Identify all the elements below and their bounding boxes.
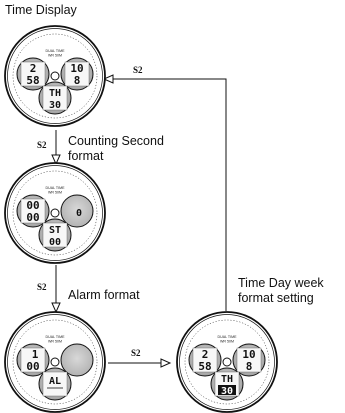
left-top-digits: 00 bbox=[26, 199, 39, 212]
left-subdial: 2 58 bbox=[188, 343, 222, 377]
label-week-setting-1: Time Day week bbox=[238, 276, 324, 290]
center-pin bbox=[222, 357, 232, 367]
watch-week-setting: DUAL TIME WR 50M 2 58 10 8 TH 30 bbox=[176, 311, 278, 413]
bottom-bottom-digits: 30 bbox=[221, 386, 233, 397]
right-top-digits: 0 bbox=[76, 208, 82, 219]
brand-line-1: DUAL TIME bbox=[46, 186, 66, 190]
bottom-subdial: AL bbox=[38, 367, 72, 401]
s2-label-2: S2 bbox=[37, 282, 47, 292]
bottom-subdial: ST 00 bbox=[38, 218, 72, 252]
label-time-display: Time Display bbox=[5, 3, 78, 17]
brand-line-2: WR 50M bbox=[48, 191, 62, 195]
highlight-box bbox=[218, 385, 236, 395]
left-top-digits: 1 bbox=[32, 348, 39, 361]
center-pin bbox=[50, 208, 60, 218]
label-counting-format: format bbox=[68, 149, 104, 163]
brand-line-2: WR 50M bbox=[48, 340, 62, 344]
left-subdial: 1 00 bbox=[16, 343, 50, 377]
brand-line-2: WR 50M bbox=[48, 54, 62, 58]
left-top-digits: 2 bbox=[30, 62, 37, 75]
label-week-setting-2: format setting bbox=[238, 291, 314, 305]
arrow-week-to-time bbox=[102, 74, 227, 311]
watch-alarm-format: DUAL TIME WR 50M 1 00 AL bbox=[4, 311, 106, 413]
s2-label-3: S2 bbox=[131, 348, 141, 358]
bottom-subdial: TH 30 bbox=[38, 81, 72, 115]
right-bottom-digits: 8 bbox=[74, 74, 81, 87]
left-subdial: 00 00 bbox=[16, 194, 50, 228]
label-alarm-format: Alarm format bbox=[68, 288, 140, 302]
bottom-bottom-digits: 30 bbox=[49, 100, 61, 111]
right-subdial bbox=[60, 343, 94, 377]
right-top-digits: 10 bbox=[242, 348, 255, 361]
right-subdial: 10 8 bbox=[60, 57, 94, 91]
bottom-top-digits: TH bbox=[221, 374, 233, 385]
arrow-time-to-counting bbox=[51, 130, 61, 166]
label-counting-second: Counting Second bbox=[68, 134, 164, 148]
brand-line-2: WR 50M bbox=[220, 340, 234, 344]
right-top-digits: 10 bbox=[70, 62, 83, 75]
left-bottom-digits: 00 bbox=[26, 211, 39, 224]
watch-time-display: DUAL TIME WR 50M 2 58 10 8 TH 30 bbox=[4, 25, 106, 127]
bottom-top-digits: ST bbox=[49, 225, 61, 236]
arrow-counting-to-alarm bbox=[51, 265, 61, 314]
brand-line-1: DUAL TIME bbox=[218, 335, 238, 339]
right-subdial: 10 8 bbox=[232, 343, 266, 377]
watch-counting-second: DUAL TIME WR 50M 00 00 0 ST 00 bbox=[4, 162, 106, 264]
left-top-digits: 2 bbox=[202, 348, 209, 361]
left-subdial: 2 58 bbox=[16, 57, 50, 91]
center-pin bbox=[50, 71, 60, 81]
left-bottom-digits: 00 bbox=[26, 360, 39, 373]
brand-line-1: DUAL TIME bbox=[46, 49, 66, 53]
bottom-top-digits: TH bbox=[49, 88, 61, 99]
s2-label-1: S2 bbox=[37, 140, 47, 150]
bottom-bottom-digits: 00 bbox=[49, 237, 61, 248]
s2-label-4: S2 bbox=[133, 65, 143, 75]
arrow-alarm-to-week bbox=[108, 358, 172, 368]
right-subdial: 0 bbox=[60, 194, 94, 228]
brand-line-1: DUAL TIME bbox=[46, 335, 66, 339]
right-bottom-digits: 8 bbox=[246, 360, 253, 373]
left-bottom-digits: 58 bbox=[198, 360, 211, 373]
center-pin bbox=[50, 357, 60, 367]
left-bottom-digits: 58 bbox=[26, 74, 39, 87]
bottom-top-digits: AL bbox=[49, 376, 61, 387]
bottom-subdial: TH 30 bbox=[210, 367, 244, 401]
